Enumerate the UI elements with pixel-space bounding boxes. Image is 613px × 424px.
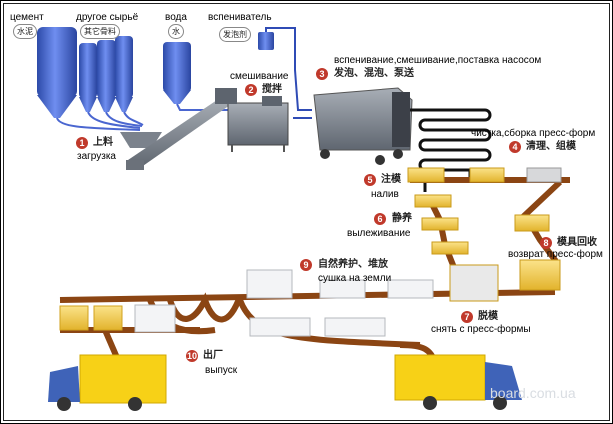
watermark: board.com.ua [490, 385, 576, 401]
foaming-agent-tank [258, 32, 274, 50]
feed-pipes [56, 27, 312, 131]
material-tag-foaming-agent: 发泡剂 [219, 27, 251, 42]
step-ru-2: смешивание [230, 71, 289, 82]
molds [407, 167, 562, 302]
material-label-cement: цемент [10, 12, 44, 23]
step-badge-9: 9 [300, 259, 312, 271]
step-ru-9: сушка на земли [318, 273, 392, 284]
step-ru-4: чистка,сборка пресс-форм [471, 128, 596, 139]
step-ru-10: выпуск [205, 365, 238, 376]
mixer [215, 88, 289, 152]
screw-conveyor [120, 98, 230, 170]
step-badge-3: 3 [316, 68, 328, 80]
step-ru-5: налив [371, 189, 399, 200]
step-badge-5: 5 [364, 174, 376, 186]
curing-blocks [134, 269, 434, 337]
step-cn-8: 模具回收 [557, 237, 597, 248]
step-cn-3: 发泡、混泡、泵送 [334, 68, 414, 79]
truck-right [394, 354, 522, 410]
step-ru-6: вылеживание [347, 228, 411, 239]
step-ru-1: загрузка [77, 151, 116, 162]
material-label-foaming-agent: вспениватель [208, 12, 272, 23]
water-silo [163, 42, 191, 104]
material-label-other: другое сырьё [76, 12, 139, 23]
step-cn-7: 脱模 [478, 311, 498, 322]
aggregate-silos [79, 36, 133, 112]
inner-border [3, 3, 610, 421]
step-cn-1: 上料 [93, 137, 113, 148]
foam-generator-machine [313, 87, 413, 165]
step-badge-10: 10 [186, 350, 198, 362]
step-badge-1: 1 [76, 137, 88, 149]
step-badge-6: 6 [374, 213, 386, 225]
material-tag-water: 水 [168, 24, 184, 39]
step-badge-8: 8 [540, 237, 552, 249]
finished-pallets [59, 305, 123, 331]
step-cn-4: 清理、组模 [526, 141, 576, 152]
step-cn-6: 静养 [392, 213, 412, 224]
material-tag-other: 其它骨料 [80, 24, 120, 39]
step-ru-7: снять с пресс-формы [431, 324, 531, 335]
step-badge-2: 2 [245, 84, 257, 96]
cement-silo [37, 27, 77, 118]
step-ru-3: вспенивание,смешивание,поставка насосом [334, 55, 542, 66]
material-label-water: вода [165, 12, 187, 23]
step-cn-5: 注模 [381, 174, 401, 185]
truck-left [48, 354, 167, 411]
material-tag-cement: 水泥 [13, 24, 37, 39]
step-badge-7: 7 [461, 311, 473, 323]
step-ru-8: возврат пресс-форм [508, 249, 603, 260]
step-cn-10: 出厂 [203, 350, 223, 361]
step-cn-9: 自然养护、堆放 [318, 259, 388, 270]
step-badge-4: 4 [509, 141, 521, 153]
step-cn-2: 搅拌 [262, 84, 282, 95]
